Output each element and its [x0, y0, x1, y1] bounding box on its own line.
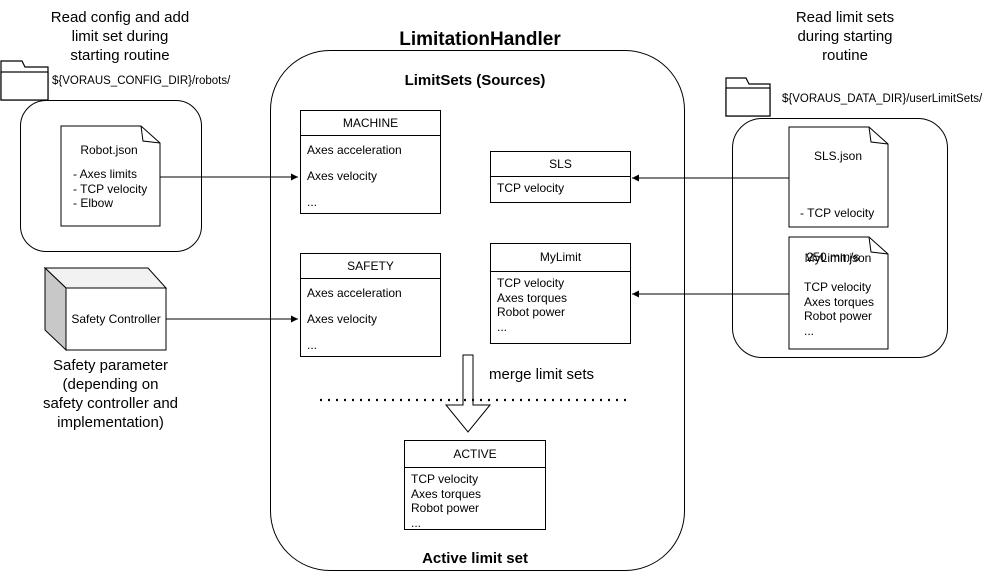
- mylimit-json-contents: TCP velocity Axes torques Robot power ..…: [804, 280, 875, 338]
- limit-item: ...: [307, 338, 318, 352]
- page-title: LimitationHandler: [399, 29, 561, 50]
- robot-json-filename: Robot.json: [80, 143, 138, 157]
- robot-json-contents: - Axes limits - TCP velocity - Elbow: [73, 167, 148, 210]
- limit-set-name: MACHINE: [301, 111, 440, 136]
- limit-sets-note: Read limit sets during starting routine: [795, 9, 895, 64]
- limit-set-name: ACTIVE: [405, 441, 545, 468]
- sources-label: LimitSets (Sources): [404, 72, 546, 89]
- safety-controller-label: Safety Controller: [71, 312, 161, 326]
- config-path: ${VORAUS_CONFIG_DIR}/robots/: [52, 75, 231, 87]
- sls-json-filename: SLS.json: [813, 149, 863, 163]
- limit-item: Axes acceleration: [307, 143, 402, 157]
- limit-item: TCP velocity: [411, 472, 479, 486]
- limit-item: TCP velocity: [497, 181, 565, 195]
- limit-set-safety: SAFETY Axes acceleration Axes velocity .…: [300, 253, 441, 357]
- limit-set-mylimit: MyLimit TCP velocity Axes torques Robot …: [490, 243, 631, 344]
- cube-icon: [43, 266, 168, 352]
- data-path: ${VORAUS_DATA_DIR}/userLimitSets/: [782, 93, 983, 105]
- limit-item: Robot power: [497, 305, 566, 319]
- limit-item: ...: [411, 515, 422, 530]
- safety-parameter-note: Safety parameter (depending on safety co…: [42, 357, 179, 431]
- limit-item: Axes velocity: [307, 169, 378, 183]
- mylimit-json-filename: MyLimit.json: [804, 251, 872, 265]
- merge-label: merge limit sets: [489, 366, 595, 383]
- active-set-label: Active limit set: [422, 550, 528, 567]
- limit-item: Axes torques: [411, 486, 482, 501]
- limit-set-name: SAFETY: [301, 254, 440, 279]
- limit-item: Robot power: [411, 501, 480, 515]
- sls-json-contents: - TCP velocity 250 mm/s: [800, 206, 875, 264]
- limit-set-machine: MACHINE Axes acceleration Axes velocity …: [300, 110, 441, 214]
- limit-item: ...: [307, 195, 318, 209]
- limit-item: ...: [497, 319, 508, 334]
- folder-icon: [725, 77, 771, 117]
- limit-item: TCP velocity: [497, 276, 565, 290]
- limit-item: Axes torques: [497, 290, 568, 305]
- config-note: Read config and add limit set during sta…: [50, 9, 190, 64]
- folder-icon: [0, 60, 49, 101]
- limit-set-active: ACTIVE TCP velocity Axes torques Robot p…: [404, 440, 546, 530]
- limit-set-sls: SLS TCP velocity: [490, 151, 631, 203]
- limit-set-name: MyLimit: [491, 244, 630, 272]
- limit-item: Axes acceleration: [307, 286, 402, 300]
- limit-item: Axes velocity: [307, 312, 378, 326]
- limit-set-name: SLS: [491, 152, 630, 177]
